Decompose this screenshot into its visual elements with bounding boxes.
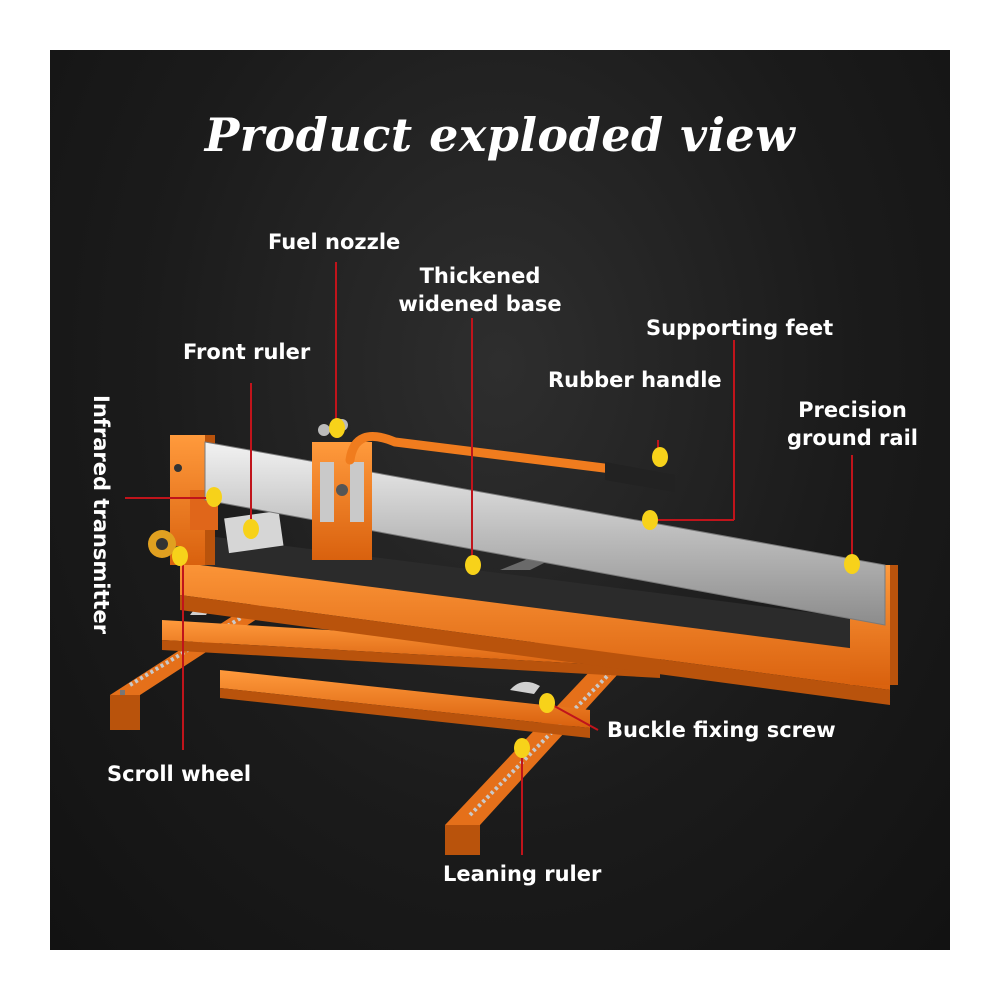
marker-infrared-transmitter (206, 487, 222, 507)
label-thickened-base-line2: widened base (398, 292, 562, 316)
label-supporting-feet: Supporting feet (646, 316, 834, 340)
label-rubber-handle: Rubber handle (548, 368, 722, 392)
marker-leaning-ruler (514, 738, 530, 758)
label-precision-rail-line2: ground rail (787, 426, 918, 450)
label-precision-rail-line1: Precision (798, 398, 907, 422)
leader-lines (125, 262, 853, 855)
marker-thickened-base (465, 555, 481, 575)
marker-fuel-nozzle (329, 418, 345, 438)
label-leaning-ruler: Leaning ruler (443, 862, 602, 886)
callout-markers (172, 418, 860, 758)
base-plate (180, 535, 890, 705)
marker-rubber-handle (652, 447, 668, 467)
label-infrared-transmitter: Infrared transmitter (89, 395, 113, 635)
label-scroll-wheel: Scroll wheel (107, 762, 252, 786)
label-buckle-fixing-screw: Buckle fixing screw (607, 718, 836, 742)
marker-precision-rail (844, 554, 860, 574)
label-fuel-nozzle: Fuel nozzle (268, 230, 401, 254)
label-front-ruler: Front ruler (183, 340, 311, 364)
precision-ground-rail (204, 441, 886, 626)
marker-front-ruler (243, 519, 259, 539)
label-thickened-base: Thickened widened base (390, 262, 570, 318)
marker-scroll-wheel (172, 546, 188, 566)
marker-buckle-screw (539, 693, 555, 713)
marker-supporting-feet (642, 510, 658, 530)
diagram-panel: Product exploded view Fuel nozzle Thicke… (50, 50, 950, 950)
tile-cutter-illustration (110, 262, 898, 855)
label-precision-rail: Precision ground rail (780, 396, 925, 452)
support-frame (162, 607, 660, 738)
handle-arm (345, 431, 675, 492)
diagram-title: Product exploded view (204, 108, 796, 162)
label-thickened-base-line1: Thickened (419, 264, 541, 288)
